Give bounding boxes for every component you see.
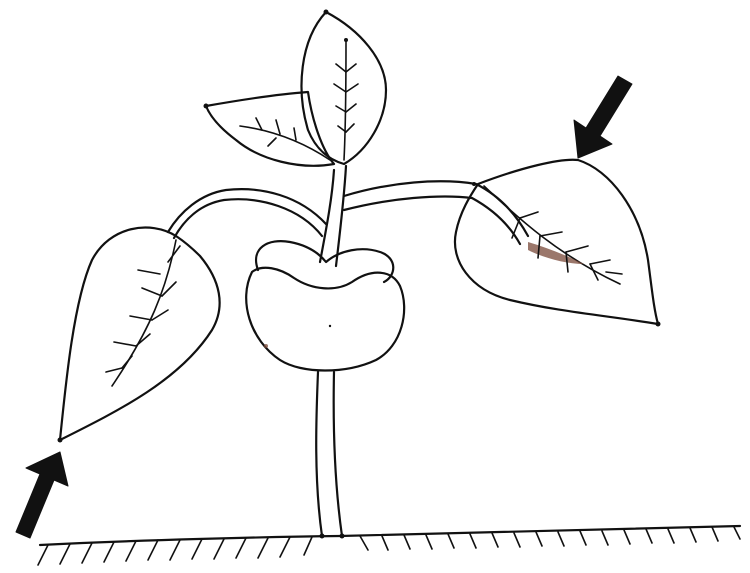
upper-left-leaf (204, 92, 335, 166)
ground-hatching (38, 527, 740, 565)
epicotyl-stem (320, 166, 346, 266)
right-petiole (344, 181, 528, 236)
left-petiole (174, 199, 322, 238)
ground (38, 526, 740, 565)
ground-line (40, 526, 740, 545)
top-leaf (302, 10, 386, 165)
cotyledons (246, 241, 404, 370)
right-leaf-blade (455, 160, 658, 324)
left-leaf-blade (60, 228, 220, 440)
hypocotyl-stem (316, 372, 344, 539)
right-leaf (344, 160, 661, 327)
arrow-pointing-up-right-icon (16, 452, 68, 538)
cotyledon-front (246, 268, 404, 371)
left-leaf (58, 189, 327, 442)
cotyledon-back (256, 241, 393, 282)
arrow-pointing-down-left-icon (574, 76, 632, 158)
